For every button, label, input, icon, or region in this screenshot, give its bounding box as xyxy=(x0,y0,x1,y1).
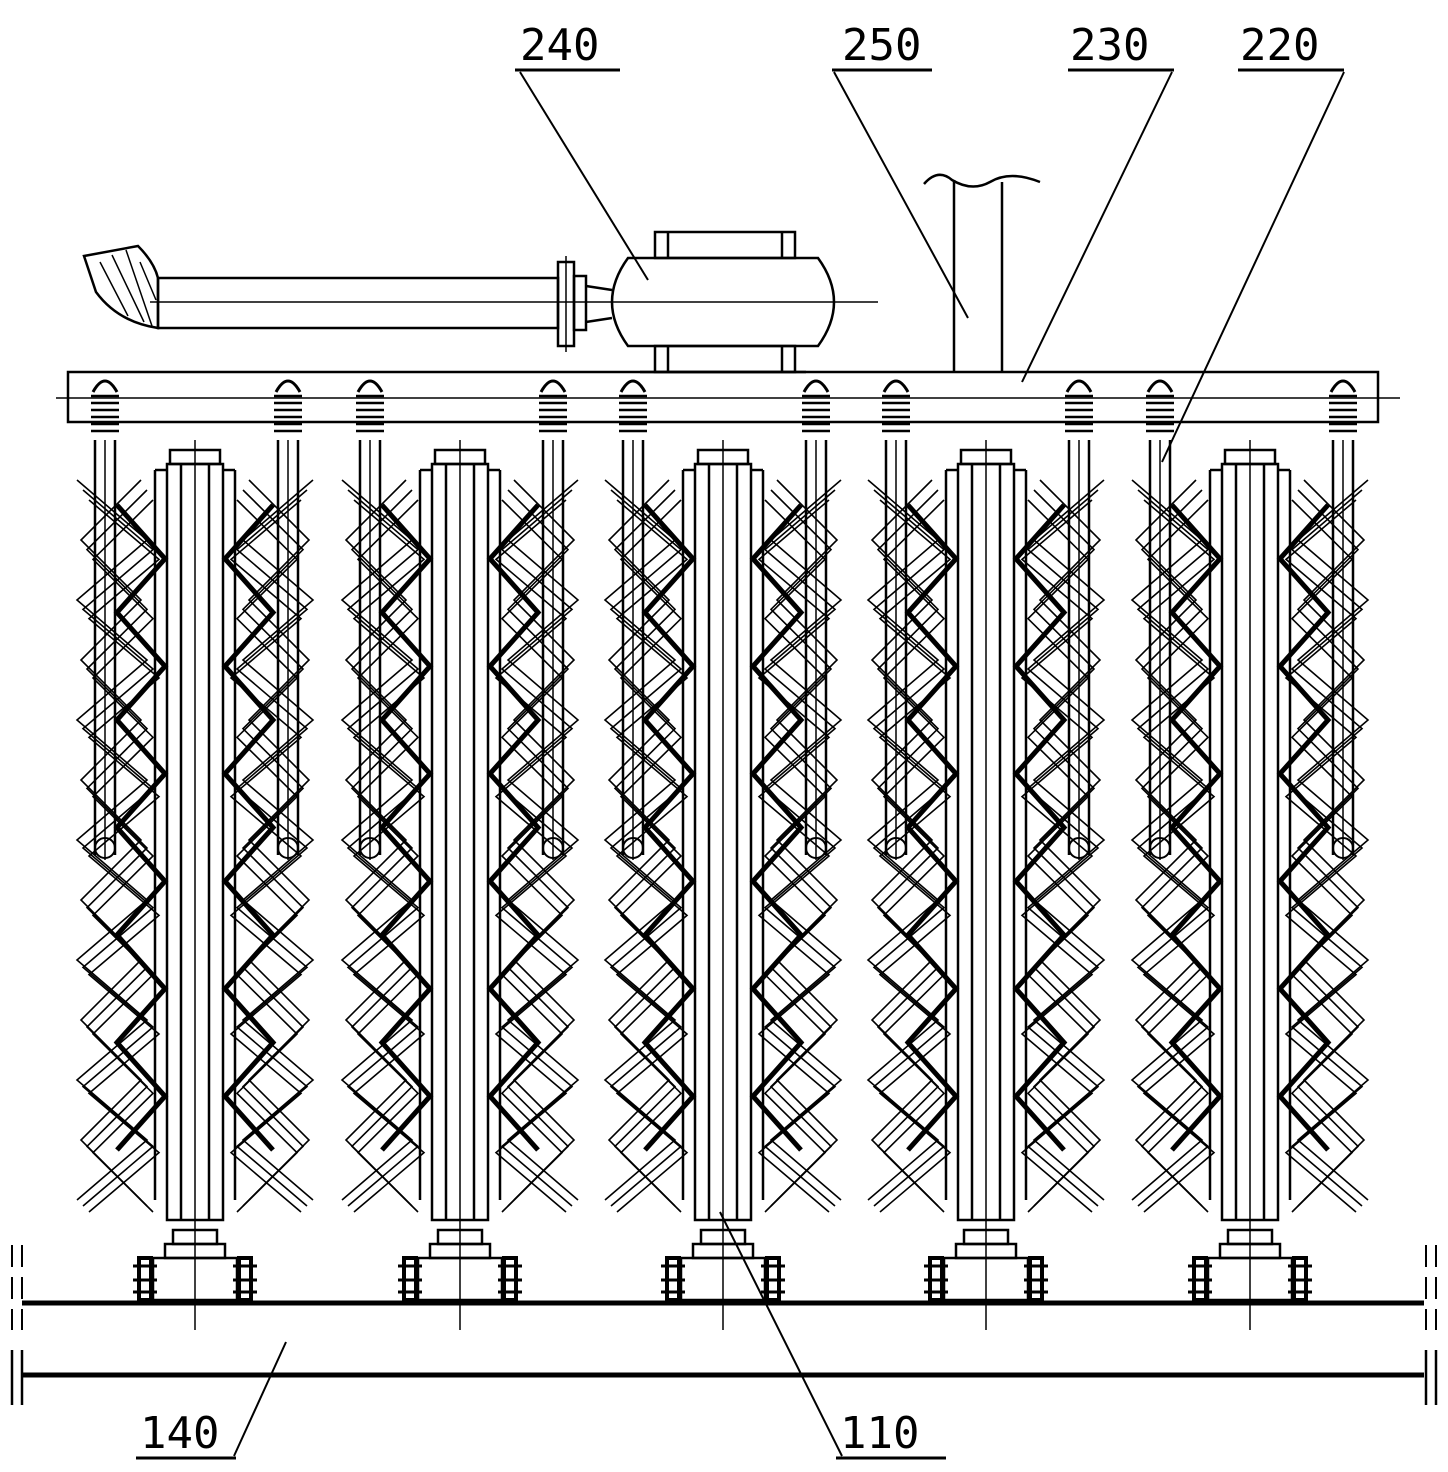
label-110: 110 xyxy=(840,1408,919,1459)
leader-140 xyxy=(233,1341,287,1457)
fan-top-rim xyxy=(653,230,797,260)
column-foot xyxy=(398,1228,522,1302)
electrode-unit xyxy=(866,379,1106,1330)
electrode-zigzag xyxy=(1168,503,1332,1152)
exhaust-pipe xyxy=(156,276,560,330)
column-foot xyxy=(661,1228,785,1302)
collector-plates xyxy=(75,479,315,1213)
leader-110 xyxy=(719,1211,843,1457)
header-beam xyxy=(66,370,1380,424)
electrode-unit xyxy=(1130,379,1370,1330)
base-rail-140 xyxy=(10,1245,1438,1405)
label-240: 240 xyxy=(520,20,599,71)
collector-plates xyxy=(340,479,580,1213)
central-column xyxy=(944,440,1028,1330)
column-foot xyxy=(1188,1228,1312,1302)
electrode-units xyxy=(75,379,1370,1330)
collector-plates xyxy=(1130,479,1370,1213)
discharge-rod xyxy=(356,379,384,860)
header-beam-230 xyxy=(56,370,1400,424)
electrode-zigzag xyxy=(904,503,1068,1152)
fan-assembly-240 xyxy=(82,173,1041,374)
leader-240 xyxy=(519,71,649,281)
electrode-zigzag xyxy=(641,503,805,1152)
label-230: 230 xyxy=(1070,20,1149,71)
electrode-zigzag xyxy=(113,503,277,1152)
electrode-unit xyxy=(603,379,843,1330)
leader-230 xyxy=(1021,71,1173,383)
label-220: 220 xyxy=(1240,20,1319,71)
column-foot xyxy=(924,1228,1048,1302)
collector-plates xyxy=(603,479,843,1213)
reference-labels: 240 250 230 220 140 110 xyxy=(136,20,1345,1460)
fan-base xyxy=(653,344,797,374)
electrode-zigzag xyxy=(378,503,542,1152)
collector-plates xyxy=(866,479,1106,1213)
column-foot xyxy=(133,1228,257,1302)
leader-220 xyxy=(1161,71,1345,463)
central-column xyxy=(153,440,237,1330)
label-140: 140 xyxy=(140,1408,219,1459)
central-column xyxy=(1208,440,1292,1330)
stack-break-mark xyxy=(923,173,1041,188)
electrode-unit xyxy=(340,379,580,1330)
label-250: 250 xyxy=(842,20,921,71)
central-column xyxy=(418,440,502,1330)
fan-housing xyxy=(610,256,836,348)
leader-250 xyxy=(833,71,969,319)
electrode-unit xyxy=(75,379,315,1330)
pipe-elbow xyxy=(82,244,160,330)
central-column xyxy=(681,440,765,1330)
